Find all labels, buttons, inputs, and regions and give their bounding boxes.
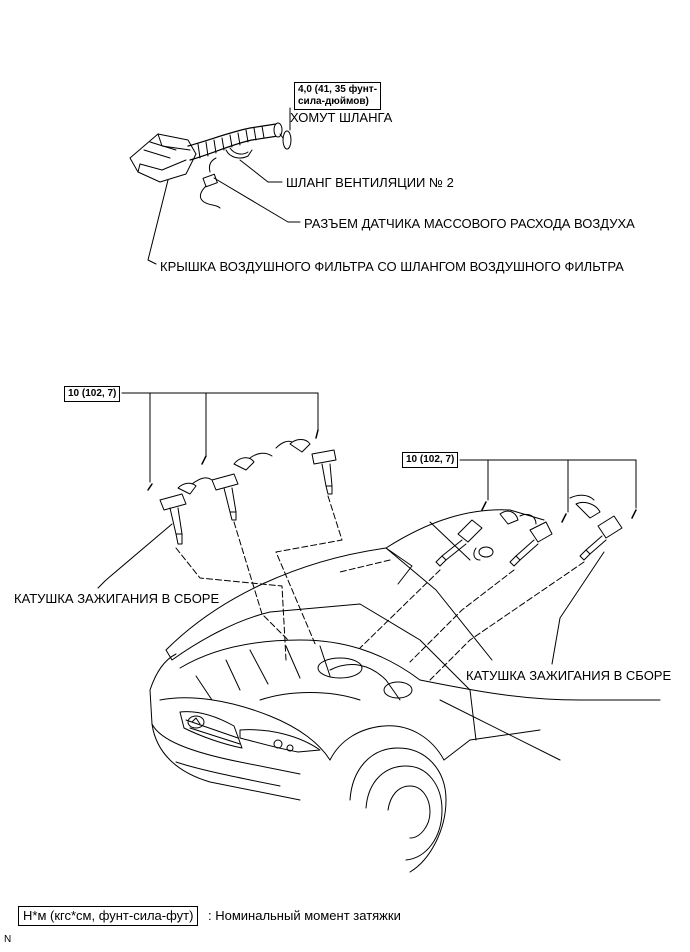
torque-line-2: сила-дюймов)	[298, 96, 369, 107]
hose-clamp-torque-box: 4,0 (41, 35 фунт- сила-дюймов)	[294, 82, 382, 110]
vent-hose-label: ШЛАНГ ВЕНТИЛЯЦИИ № 2	[286, 175, 454, 190]
left-coil-label: КАТУШКА ЗАЖИГАНИЯ В СБОРЕ	[14, 591, 220, 606]
left-coil-torque-box: 10 (102, 7)	[64, 386, 121, 402]
figure-code: N	[4, 934, 12, 945]
air-cleaner-cap-assembly	[129, 122, 283, 183]
vehicle-outline	[149, 509, 661, 873]
right-coil-torque-box: 10 (102, 7)	[402, 452, 459, 468]
left-ignition-coils	[147, 429, 337, 545]
hose-clamp-part	[279, 130, 292, 150]
legend-unit-box: Н*м (кгс*см, фунт-сила-фут)	[18, 906, 199, 926]
torque-line-1: 4,0 (41, 35 фунт-	[298, 84, 378, 95]
installation-guide-lines	[175, 495, 585, 681]
right-coil-label: КАТУШКА ЗАЖИГАНИЯ В СБОРЕ	[466, 668, 672, 683]
legend-description: : Номинальный момент затяжки	[208, 908, 401, 923]
maf-connector-label: РАЗЪЕМ ДАТЧИКА МАССОВОГО РАСХОДА ВОЗДУХА	[304, 216, 635, 231]
air-cleaner-cap-label: КРЫШКА ВОЗДУШНОГО ФИЛЬТРА СО ШЛАНГОМ ВОЗ…	[160, 259, 624, 274]
maf-connector-part	[199, 157, 221, 209]
right-ignition-coils	[435, 494, 637, 567]
hose-clamp-label: ХОМУТ ШЛАНГА	[290, 110, 393, 125]
